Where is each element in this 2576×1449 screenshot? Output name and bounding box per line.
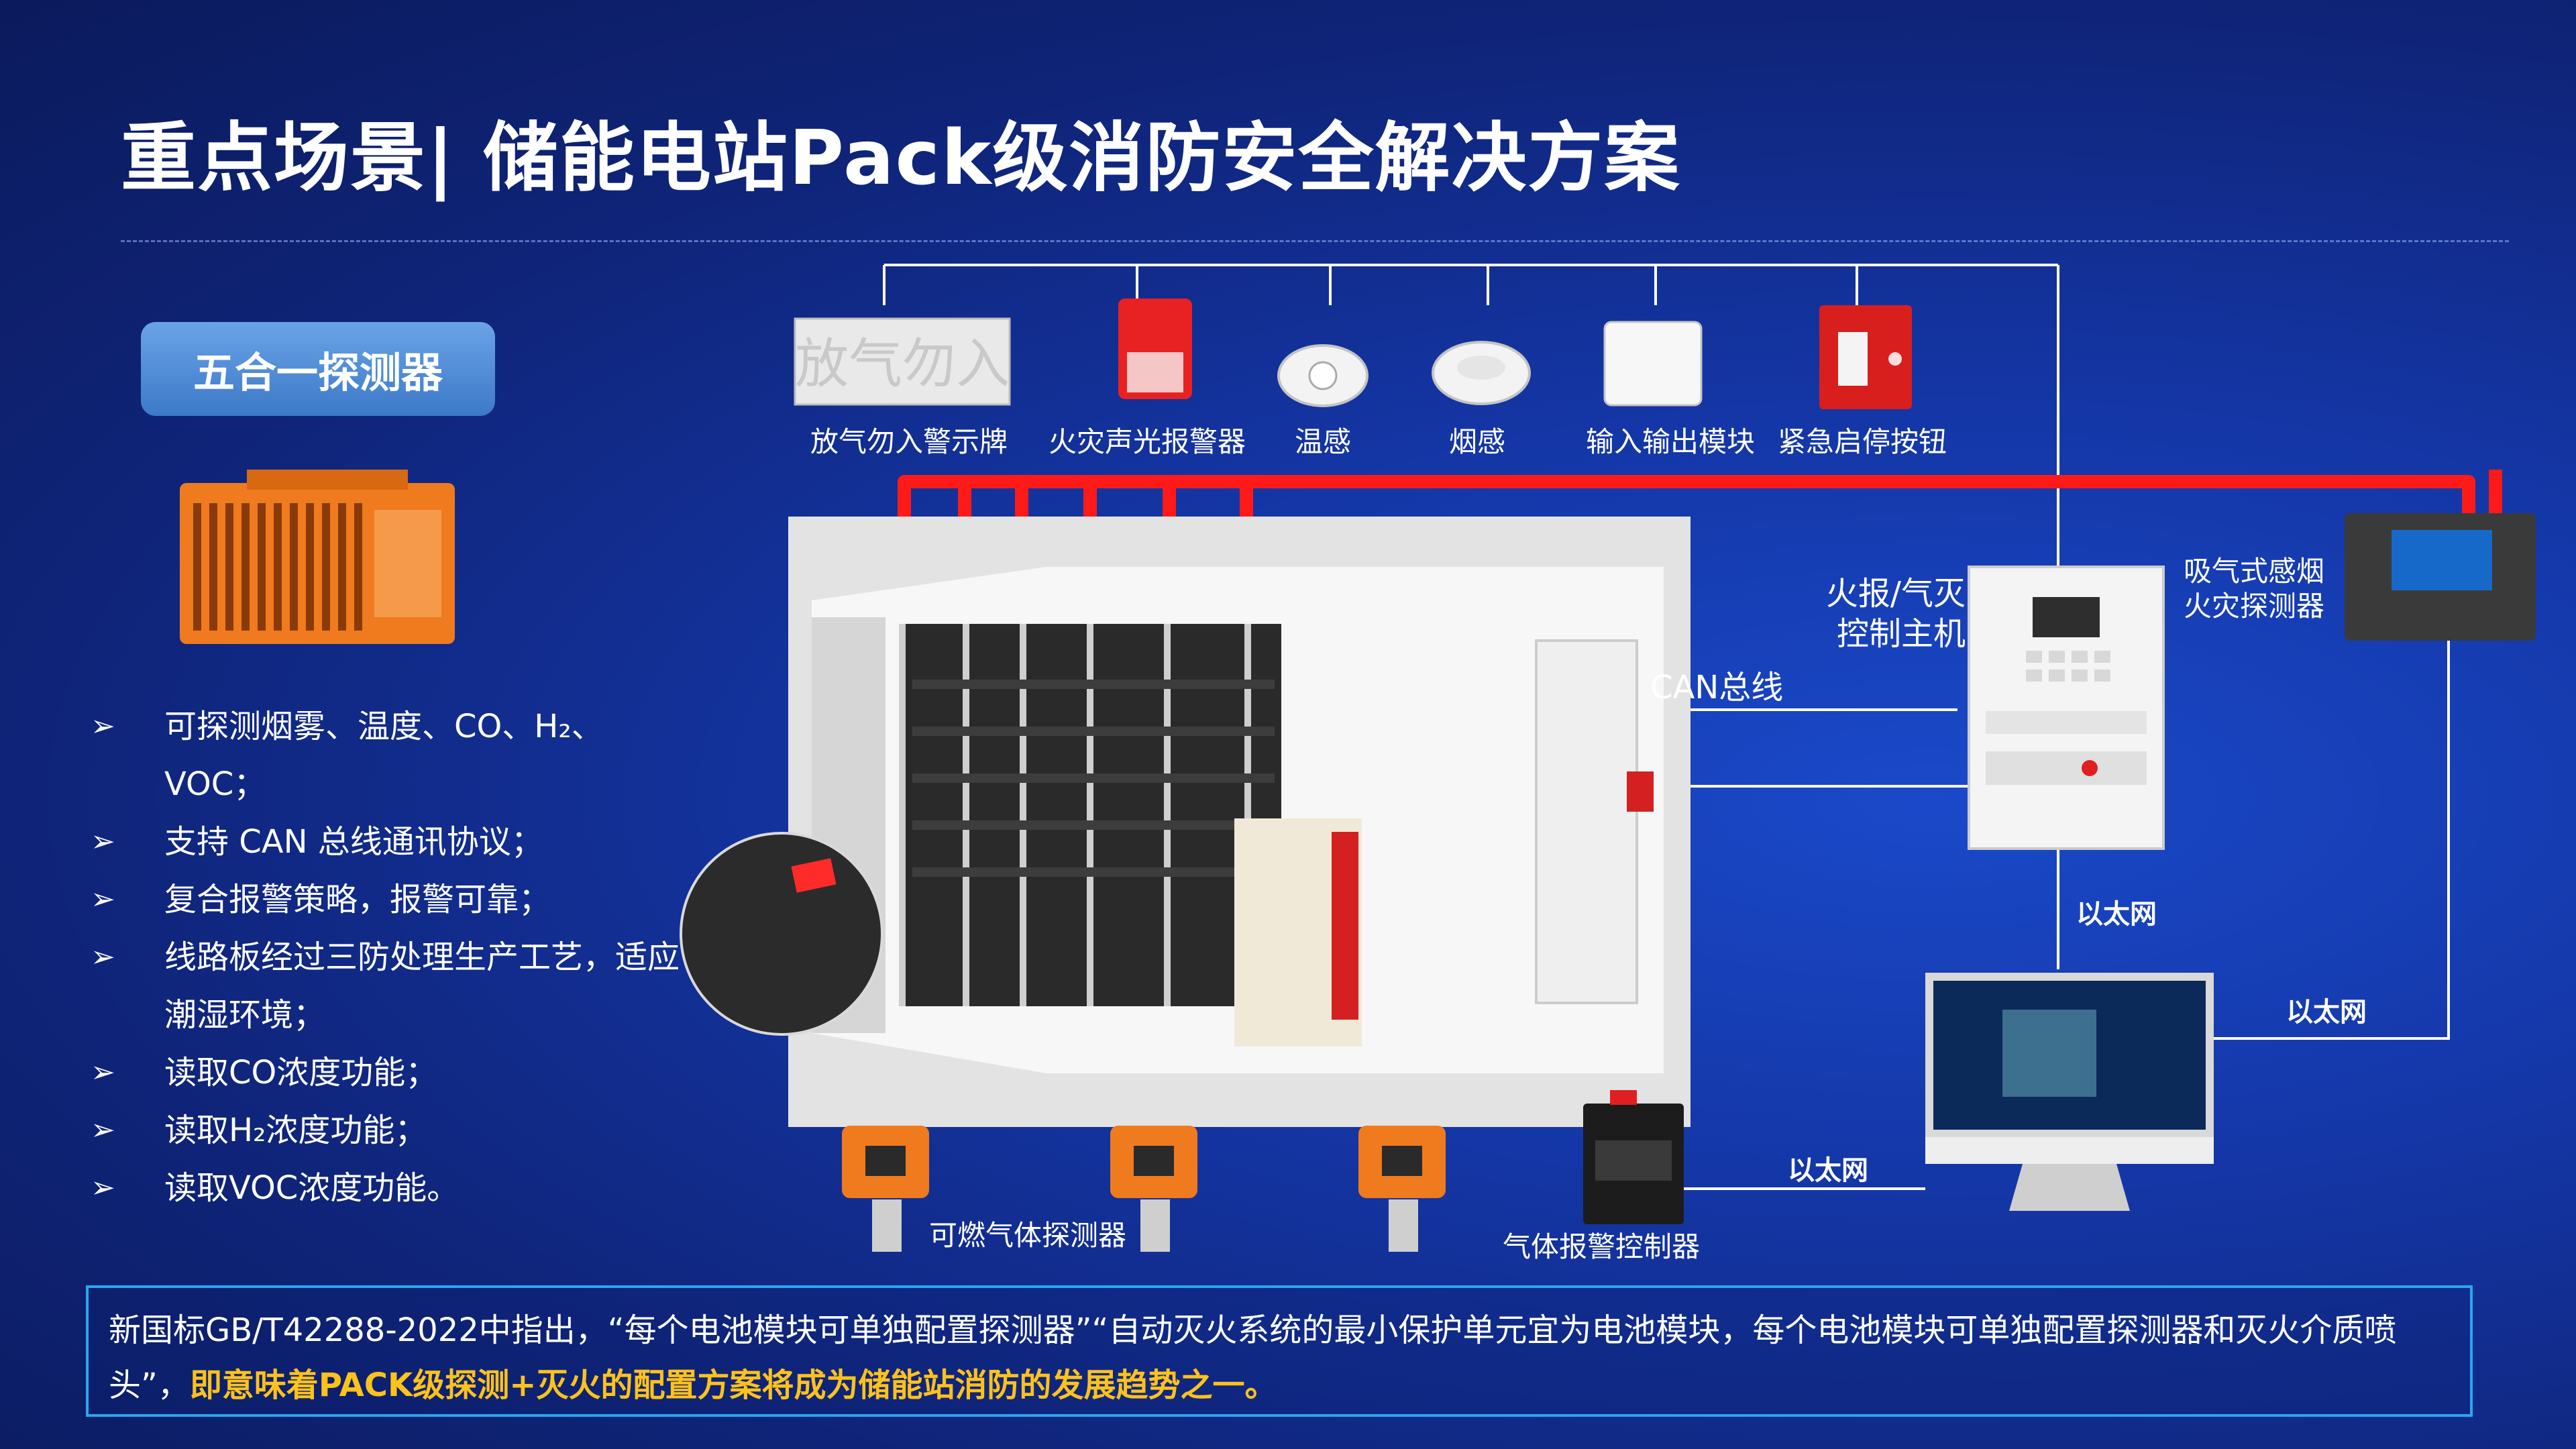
ethernet-label: 以太网 bbox=[2076, 899, 2157, 930]
arrow-right-icon: ➢ bbox=[91, 940, 115, 974]
io-module-image bbox=[1603, 321, 1703, 407]
smoke-detector-image bbox=[1432, 341, 1531, 405]
aspirating-smoke-detector-image bbox=[2345, 513, 2536, 641]
heat-detector-label: 温感 bbox=[1294, 425, 1351, 458]
container-room-image bbox=[680, 517, 1690, 1127]
gas-alarm-controller-image bbox=[1583, 1090, 1684, 1224]
feature-item: ➢可探测烟雾、温度、CO、H₂、VOC； bbox=[91, 698, 694, 813]
warning-sign-label: 放气勿入警示牌 bbox=[810, 425, 1008, 458]
arrow-right-icon: ➢ bbox=[91, 1055, 115, 1089]
combustible-gas-detector-label: 可燃气体探测器 bbox=[929, 1219, 1127, 1252]
monitoring-screen-image bbox=[1925, 973, 2214, 1211]
feature-item: ➢读取CO浓度功能； bbox=[91, 1044, 694, 1102]
combustible-gas-detector-image bbox=[1358, 1126, 1446, 1252]
title-divider bbox=[121, 240, 2509, 242]
combustible-gas-detector-image bbox=[1110, 1126, 1197, 1252]
fire-control-host-image bbox=[1968, 566, 2165, 850]
feature-item: ➢读取VOC浓度功能。 bbox=[91, 1159, 694, 1217]
feature-item: ➢支持 CAN 总线通讯协议； bbox=[91, 813, 694, 871]
notice-highlight: 即意味着PACK级探测+灭火的配置方案将成为储能站消防的发展趋势之一。 bbox=[189, 1366, 1277, 1404]
feature-item-continuation: 潮湿环境； bbox=[164, 996, 326, 1034]
ethernet-label: 以太网 bbox=[1788, 1155, 1868, 1186]
arrow-right-icon: ➢ bbox=[91, 1113, 115, 1147]
warning-sign-image: 放气勿入 bbox=[794, 317, 1011, 406]
standard-notice-box: 新国标GB/T42288-2022中指出，“每个电池模块可单独配置探测器”“自动… bbox=[86, 1285, 2473, 1417]
arrow-right-icon: ➢ bbox=[91, 709, 115, 743]
feature-item: ➢读取H₂浓度功能； bbox=[91, 1102, 694, 1159]
feature-item: ➢线路板经过三防处理生产工艺，适应 bbox=[91, 928, 694, 986]
fire-control-host-label: 火报/气灭 控制主机 bbox=[1825, 575, 1966, 653]
ethernet-label: 以太网 bbox=[2286, 997, 2367, 1028]
emergency-button-label: 紧急启停按钮 bbox=[1778, 425, 1947, 458]
combustible-gas-detector-image bbox=[842, 1126, 929, 1252]
five-in-one-detector-image bbox=[180, 470, 455, 644]
emergency-button-image bbox=[1819, 305, 1912, 409]
feature-list: ➢可探测烟雾、温度、CO、H₂、VOC； ➢支持 CAN 总线通讯协议； ➢复合… bbox=[91, 698, 694, 1217]
arrow-right-icon: ➢ bbox=[91, 1171, 115, 1205]
aspirating-detector-label: 吸气式感烟 火灾探测器 bbox=[2184, 555, 2325, 623]
heat-detector-image bbox=[1277, 344, 1368, 407]
io-module-label: 输入输出模块 bbox=[1585, 425, 1755, 458]
page-title: 重点场景| 储能电站Pack级消防安全解决方案 bbox=[121, 115, 1681, 202]
notice-text: 新国标GB/T42288-2022中指出，“每个电池模块可单独配置探测器”“自动… bbox=[109, 1311, 2397, 1404]
can-bus-label: CAN总线 bbox=[1650, 669, 1784, 706]
sound-light-alarm-label: 火灾声光报警器 bbox=[1048, 425, 1246, 458]
sound-light-alarm-image bbox=[1118, 299, 1192, 399]
gas-alarm-controller-label: 气体报警控制器 bbox=[1503, 1230, 1701, 1263]
smoke-detector-label: 烟感 bbox=[1448, 425, 1505, 458]
product-badge: 五合一探测器 bbox=[141, 322, 495, 416]
arrow-right-icon: ➢ bbox=[91, 882, 115, 916]
feature-item: ➢复合报警策略，报警可靠； bbox=[91, 871, 694, 928]
arrow-right-icon: ➢ bbox=[91, 824, 115, 859]
sign-panel-text: 放气勿入 bbox=[795, 333, 1010, 395]
